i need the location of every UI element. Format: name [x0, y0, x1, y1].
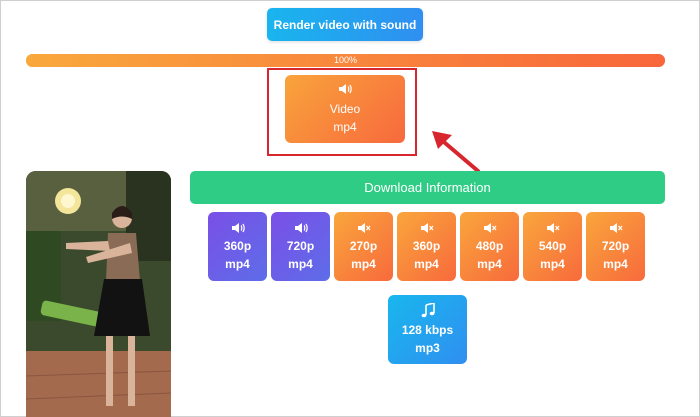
speaker-icon — [231, 221, 245, 235]
tile-resolution: 720p — [286, 238, 315, 253]
tile-format: mp4 — [540, 256, 565, 271]
speaker-muted-icon — [483, 221, 497, 235]
video-card-title: Video — [329, 102, 361, 116]
video-mp4-button[interactable]: Video mp4 — [285, 75, 405, 143]
tile-resolution: 270p — [349, 238, 378, 253]
speaker-icon — [294, 221, 308, 235]
tile-format: mp4 — [414, 256, 439, 271]
download-270p-muted-button[interactable]: 270p mp4 — [334, 212, 393, 281]
music-note-icon — [421, 301, 435, 319]
download-720p-sound-button[interactable]: 720p mp4 — [271, 212, 330, 281]
tile-resolution: 360p — [223, 238, 252, 253]
download-mp3-button[interactable]: 128 kbps mp3 — [388, 295, 467, 364]
download-360p-muted-button[interactable]: 360p mp4 — [397, 212, 456, 281]
tile-format: mp4 — [603, 256, 628, 271]
tile-resolution: 720p — [601, 238, 630, 253]
download-540p-muted-button[interactable]: 540p mp4 — [523, 212, 582, 281]
progress-label: 100% — [333, 55, 358, 65]
highlight-box — [267, 68, 417, 156]
download-720p-muted-button[interactable]: 720p mp4 — [586, 212, 645, 281]
download-options: 360p mp4 720p mp4 270p mp4 360p mp4 480p… — [208, 212, 645, 281]
progress-fill — [26, 54, 665, 67]
speaker-icon — [338, 82, 352, 100]
video-thumbnail — [26, 171, 171, 417]
mp3-format: mp3 — [415, 340, 440, 355]
render-video-button[interactable]: Render video with sound — [267, 8, 423, 41]
mp3-bitrate: 128 kbps — [401, 322, 454, 337]
download-360p-sound-button[interactable]: 360p mp4 — [208, 212, 267, 281]
tile-format: mp4 — [351, 256, 376, 271]
download-480p-muted-button[interactable]: 480p mp4 — [460, 212, 519, 281]
download-information-bar: Download Information — [190, 171, 665, 204]
speaker-muted-icon — [420, 221, 434, 235]
speaker-muted-icon — [357, 221, 371, 235]
speaker-muted-icon — [546, 221, 560, 235]
video-card-format: mp4 — [333, 120, 357, 134]
progress-bar: 100% — [26, 54, 665, 67]
tile-resolution: 540p — [538, 238, 567, 253]
tile-format: mp4 — [288, 256, 313, 271]
tile-format: mp4 — [477, 256, 502, 271]
tile-format: mp4 — [225, 256, 250, 271]
speaker-muted-icon — [609, 221, 623, 235]
tile-resolution: 360p — [412, 238, 441, 253]
red-arrow-annotation — [432, 131, 480, 173]
tile-resolution: 480p — [475, 238, 504, 253]
